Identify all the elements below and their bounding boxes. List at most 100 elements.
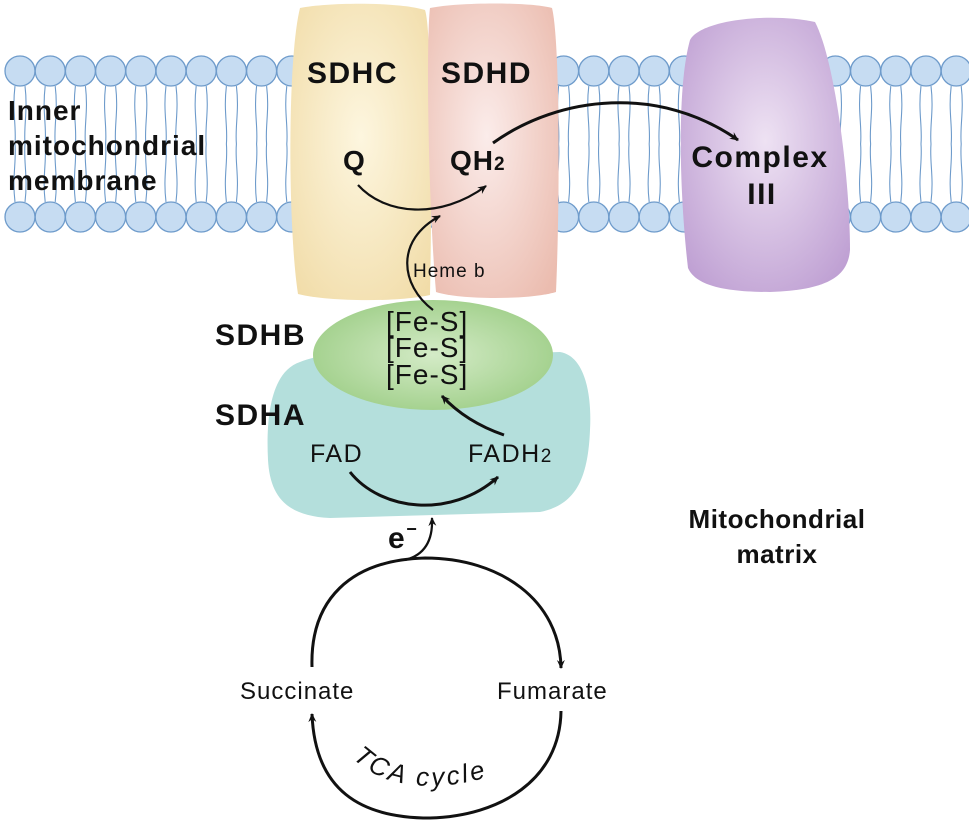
lipid-tail	[13, 85, 16, 203]
lipid-tail	[919, 85, 922, 203]
lipid-tail	[235, 85, 239, 203]
lipid-tail	[144, 85, 148, 203]
lipid-head	[4, 201, 36, 233]
lipid-head	[125, 201, 157, 233]
lipid-tail	[84, 85, 88, 203]
lipid-tail	[628, 85, 631, 203]
lipid-head	[245, 55, 278, 87]
lipid-head	[185, 55, 217, 87]
lipid-head	[245, 201, 278, 233]
lipid-head	[940, 55, 969, 87]
tca-arc-top	[310, 556, 565, 669]
lipid-tail	[175, 85, 178, 203]
lipid-head	[155, 55, 187, 87]
arrow-qh2-to-complex-iii	[492, 101, 739, 145]
lipid-head	[155, 201, 187, 233]
lipid-tail	[658, 85, 661, 203]
arrow-fadh2-to-fes	[440, 394, 505, 437]
lipid-head	[608, 55, 640, 87]
lipid-tail	[265, 85, 269, 203]
lipid-tail	[254, 85, 258, 203]
qh2-base: QH	[450, 145, 494, 176]
fadh2-label: FADH2	[468, 440, 553, 468]
lipid-tail	[597, 85, 601, 203]
lipid-tail	[869, 85, 873, 203]
sdhc-subunit	[290, 3, 432, 301]
lipid-head	[94, 201, 127, 233]
lipid-head	[215, 55, 248, 87]
sdhb-subunit	[313, 300, 553, 410]
lipid-head	[215, 201, 248, 233]
lipid-head	[910, 55, 942, 87]
sdha-label: SDHA	[215, 399, 306, 432]
lipid-tail	[134, 85, 137, 203]
arrow-q-to-qh2	[357, 184, 487, 211]
lipid-tail	[103, 85, 107, 203]
electron-base: e	[388, 522, 406, 555]
heme-b-label: Heme b	[413, 261, 486, 282]
lipid-head	[94, 55, 127, 87]
lipid-tail	[567, 85, 571, 203]
lipid-head	[64, 201, 97, 233]
membrane-label-line3: membrane	[8, 165, 158, 196]
sdhd-label: SDHD	[441, 57, 532, 90]
sdhb-label: SDHB	[215, 319, 306, 352]
membrane-label-line2: mitochondrial	[8, 130, 206, 161]
lipid-head	[34, 55, 66, 87]
lipid-tail	[194, 85, 198, 203]
lipid-head	[125, 55, 157, 87]
matrix-label-line1: Mitochondrial	[689, 504, 866, 534]
arrow-fad-to-fadh2	[348, 471, 499, 507]
lipid-tail	[889, 85, 892, 203]
complex-iii	[680, 17, 850, 292]
sdhc-label: SDHC	[307, 57, 398, 90]
lipid-head	[185, 201, 217, 233]
lipid-head	[880, 55, 912, 87]
lipid-tail	[114, 85, 118, 203]
lipid-tail	[899, 85, 903, 203]
tca-arc-bottom	[308, 710, 563, 820]
fadh2-base: FADH	[468, 440, 541, 468]
q-label: Q	[343, 145, 366, 176]
fumarate-label: Fumarate	[497, 678, 608, 705]
qh2-subscript: 2	[494, 154, 506, 175]
lipid-head	[910, 201, 942, 233]
lipid-head	[880, 201, 912, 233]
lipid-head	[849, 201, 882, 233]
arrow-fes-to-heme	[406, 215, 441, 311]
lipid-tail	[960, 85, 963, 203]
lipid-tail	[617, 85, 620, 203]
membrane-label-line1: Inner	[8, 95, 81, 126]
matrix-label-line2: matrix	[736, 539, 817, 569]
complex-iii-label-line1: Complex	[691, 141, 828, 174]
lipid-tail	[205, 85, 208, 203]
lipid-head	[638, 201, 670, 233]
fadh2-subscript: 2	[541, 446, 553, 467]
lipid-tail	[949, 85, 953, 203]
tca-cycle-label-text: TCA cycle	[348, 740, 487, 793]
tca-cycle-label: TCA cycle	[348, 740, 490, 793]
electron-label: e−	[388, 519, 418, 555]
lipid-tail	[43, 85, 47, 203]
lipid-head	[638, 55, 670, 87]
fes-cluster-2: [Fe-S]	[386, 332, 468, 363]
lipid-tail	[164, 85, 167, 203]
succinate-label: Succinate	[240, 678, 354, 705]
membrane-label: Inner mitochondrial membrane	[8, 95, 206, 196]
lipid-head	[608, 201, 640, 233]
complex-iii-label-line2: III	[747, 178, 777, 211]
lipid-tail	[677, 85, 681, 203]
qh2-label: QH2	[450, 145, 506, 176]
lipid-head	[578, 201, 610, 233]
lipid-tail	[930, 85, 933, 203]
lipid-tail	[24, 85, 27, 203]
lipid-head	[849, 55, 882, 87]
lipid-tail	[224, 85, 228, 203]
lipid-head	[64, 55, 97, 87]
lipid-tail	[54, 85, 57, 203]
lipid-head	[4, 55, 36, 87]
sdhd-subunit	[428, 3, 559, 298]
lipid-head	[940, 201, 969, 233]
fes-cluster-1: [Fe-S]	[386, 306, 468, 337]
